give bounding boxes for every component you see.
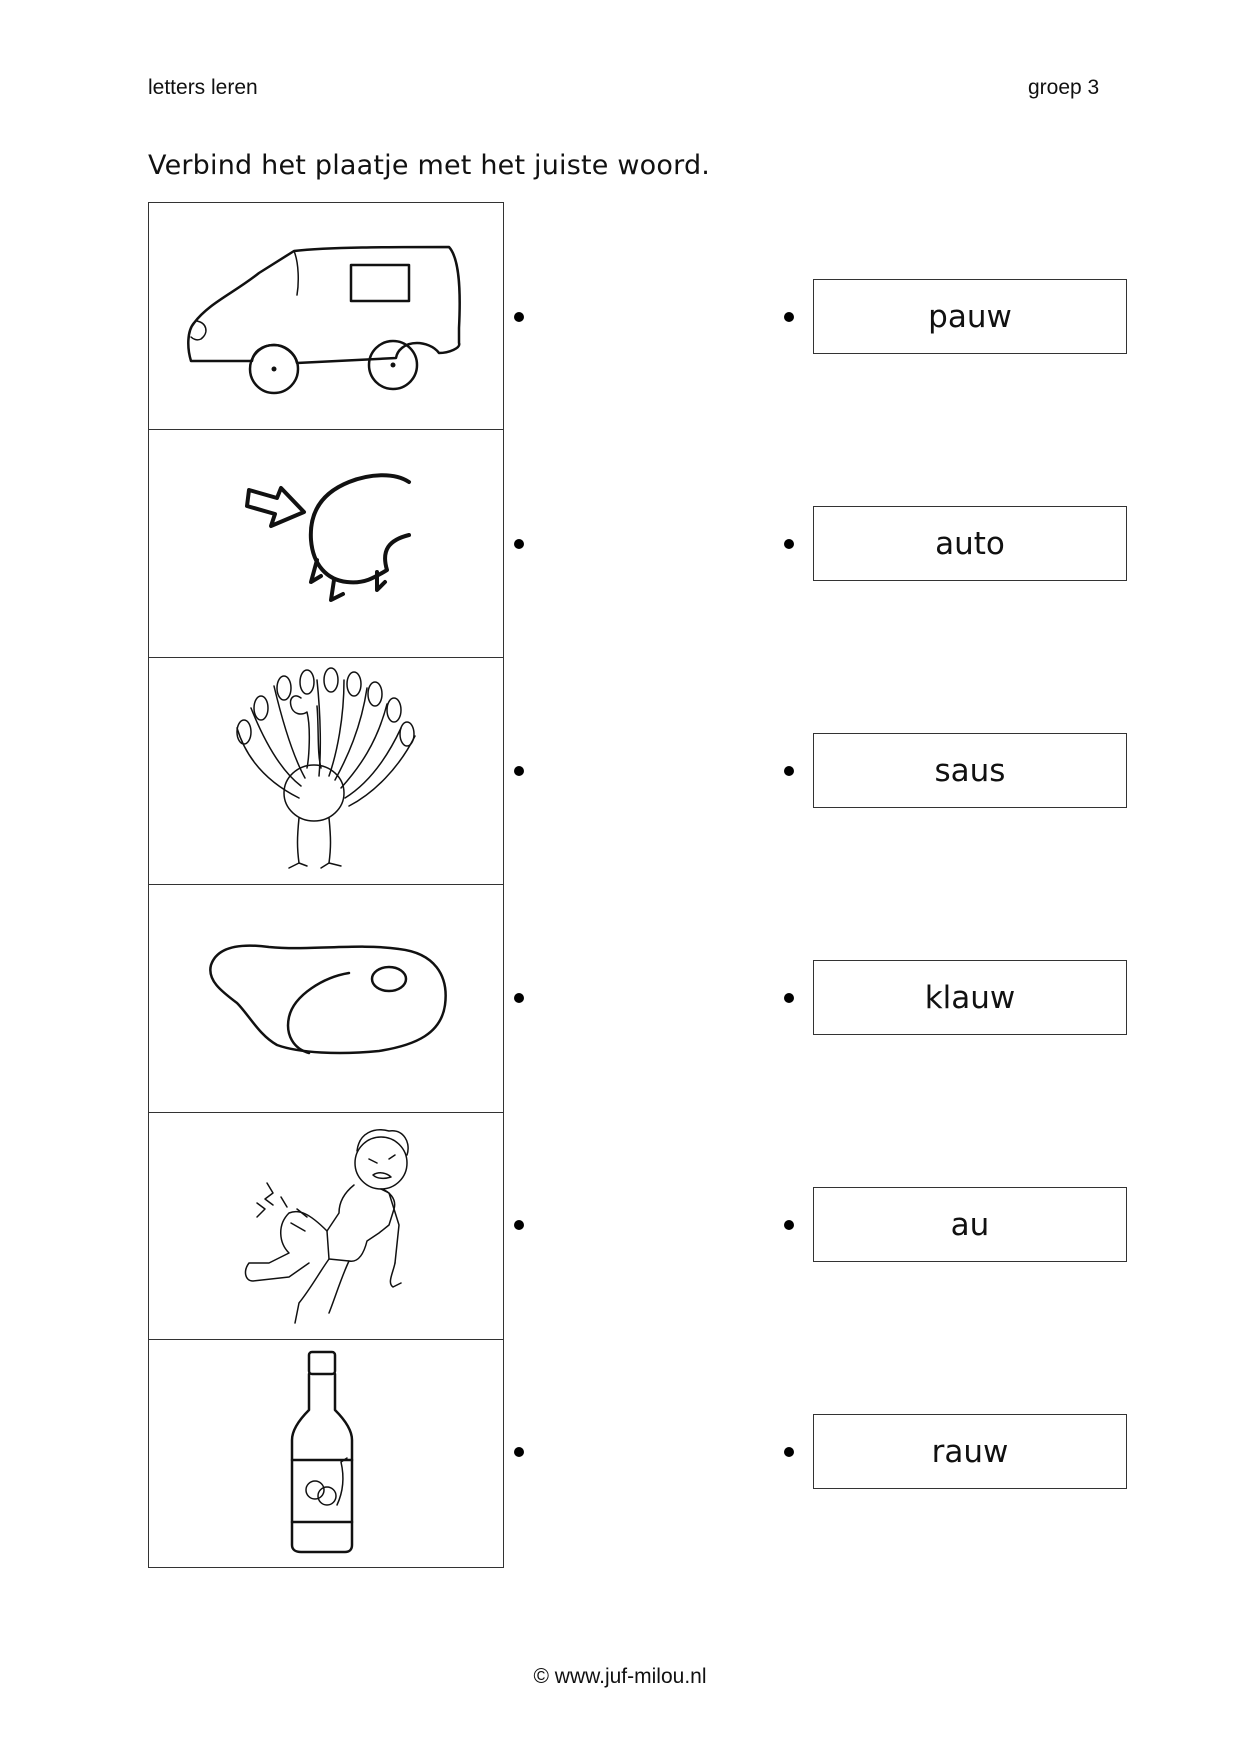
header-left: letters leren (148, 76, 258, 99)
word-connector-dot-5[interactable] (784, 1220, 794, 1230)
picture-connector-dot-1[interactable] (514, 312, 524, 322)
peacock-icon (236, 666, 416, 869)
picture-connector-dot-2[interactable] (514, 539, 524, 549)
hurt-boy-icon (244, 1128, 409, 1324)
picture-cell-meat (148, 884, 504, 1113)
picture-connector-dot-5[interactable] (514, 1220, 524, 1230)
picture-cell-boy (148, 1111, 504, 1341)
word-connector-dot-3[interactable] (784, 766, 794, 776)
word-box-saus[interactable]: saus (813, 733, 1127, 808)
picture-connector-dot-3[interactable] (514, 766, 524, 776)
instruction-text: Verbind het plaatje met het juiste woord… (148, 150, 711, 181)
sauce-bottle-icon (290, 1350, 354, 1554)
word-box-auto[interactable]: auto (813, 506, 1127, 581)
word-box-rauw[interactable]: rauw (813, 1414, 1127, 1489)
picture-cell-car (148, 201, 504, 431)
picture-cell-claw (148, 429, 504, 658)
word-connector-dot-1[interactable] (784, 312, 794, 322)
picture-connector-dot-6[interactable] (514, 1447, 524, 1457)
footer-copyright: © www.juf-milou.nl (533, 1665, 707, 1688)
word-box-au[interactable]: au (813, 1187, 1127, 1262)
header-right: groep 3 (1028, 76, 1100, 99)
picture-column (148, 201, 504, 1568)
claw-icon (245, 473, 411, 602)
car-icon (187, 245, 461, 394)
raw-meat-icon (209, 944, 447, 1055)
word-connector-dot-4[interactable] (784, 993, 794, 1003)
picture-connector-dot-4[interactable] (514, 993, 524, 1003)
word-connector-dot-2[interactable] (784, 539, 794, 549)
word-box-pauw[interactable]: pauw (813, 279, 1127, 354)
word-connector-dot-6[interactable] (784, 1447, 794, 1457)
word-box-klauw[interactable]: klauw (813, 960, 1127, 1035)
picture-cell-peacock (148, 656, 504, 886)
picture-cell-bottle (148, 1339, 504, 1568)
